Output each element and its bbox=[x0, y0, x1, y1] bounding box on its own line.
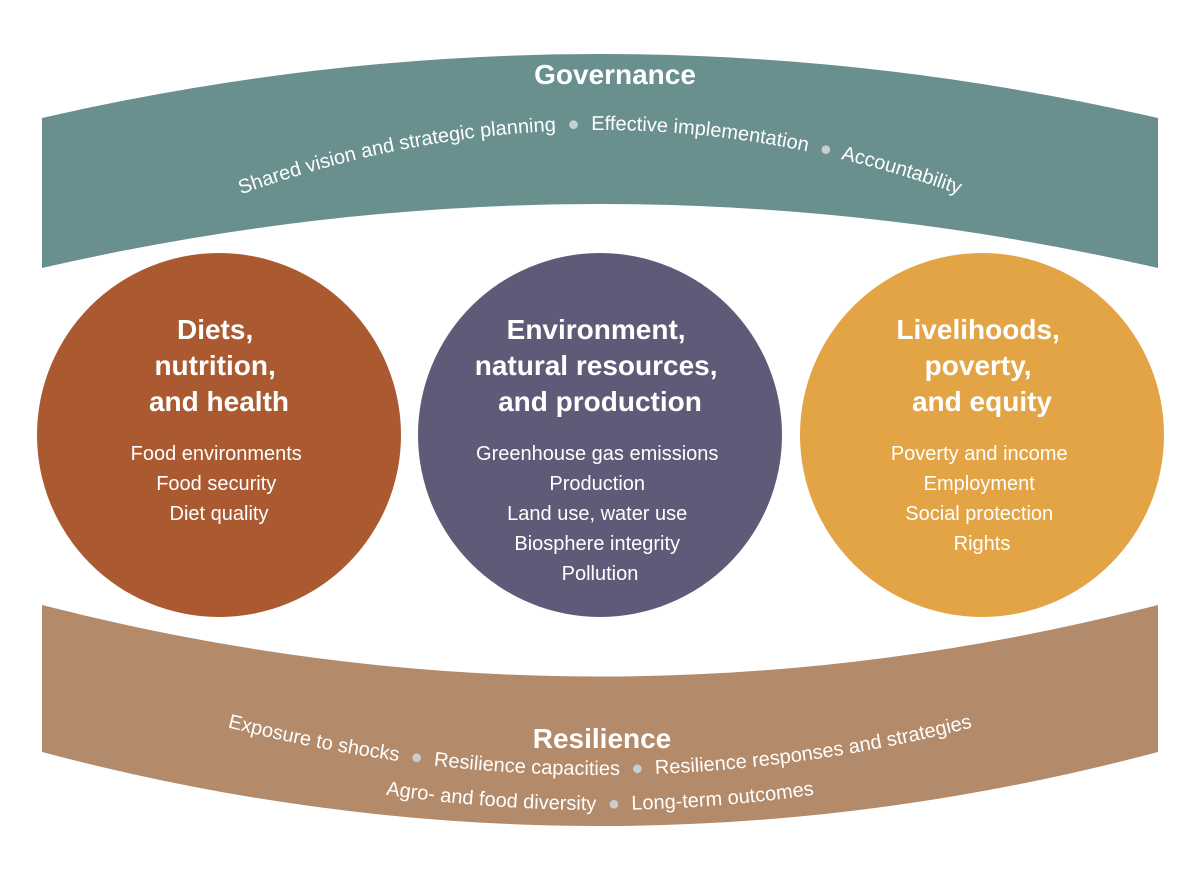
governance-band: Governance Shared vision and strategic p… bbox=[42, 54, 1158, 268]
separator-dot: ● bbox=[608, 793, 620, 815]
livelihoods-poverty-equity-circle: Livelihoods, poverty, and equity Poverty… bbox=[800, 253, 1164, 617]
circle-item: Production bbox=[549, 473, 645, 495]
environment-circle-shape bbox=[418, 253, 782, 617]
circle-items: Food environments Food security Diet qua… bbox=[131, 443, 308, 525]
governance-band-shape bbox=[42, 54, 1158, 268]
circle-item: Diet quality bbox=[170, 503, 269, 525]
diets-nutrition-health-circle: Diets, nutrition, and health Food enviro… bbox=[37, 253, 401, 617]
resilience-title: Resilience bbox=[533, 723, 672, 754]
separator-dot: ● bbox=[409, 746, 424, 769]
circle-item: Land use, water use bbox=[507, 503, 687, 525]
environment-natural-resources-circle: Environment, natural resources, and prod… bbox=[418, 253, 782, 617]
diets-circle-shape bbox=[37, 253, 401, 617]
governance-title: Governance bbox=[534, 59, 696, 90]
circle-item: Pollution bbox=[562, 563, 639, 585]
circle-items: Poverty and income Employment Social pro… bbox=[891, 443, 1073, 555]
circle-title-line: and production bbox=[498, 386, 702, 417]
circle-title-line: nutrition, bbox=[154, 350, 275, 381]
circle-items: Greenhouse gas emissions Production Land… bbox=[476, 443, 724, 585]
separator-dot: ● bbox=[631, 757, 644, 779]
separator-dot: ● bbox=[567, 113, 580, 135]
circle-title: Environment, natural resources, and prod… bbox=[475, 314, 726, 417]
circle-title-line: poverty, bbox=[925, 350, 1032, 381]
livelihoods-circle-shape bbox=[800, 253, 1164, 617]
circle-item: Social protection bbox=[905, 503, 1053, 525]
resilience-band-shape bbox=[42, 605, 1158, 826]
circle-title-line: Environment, bbox=[507, 314, 686, 345]
resilience-band: Resilience Exposure to shocks ● Resilien… bbox=[42, 605, 1158, 826]
circle-item: Greenhouse gas emissions bbox=[476, 443, 718, 465]
circle-title-line: and health bbox=[149, 386, 289, 417]
circle-title: Diets, nutrition, and health bbox=[149, 314, 289, 417]
circle-title-line: and equity bbox=[912, 386, 1052, 417]
circle-item: Poverty and income bbox=[891, 443, 1068, 465]
circle-title-line: Livelihoods, bbox=[896, 314, 1059, 345]
circle-item: Rights bbox=[954, 533, 1011, 555]
circle-item: Food environments bbox=[131, 443, 302, 465]
circle-title-line: Diets, bbox=[177, 314, 253, 345]
circle-item: Biosphere integrity bbox=[514, 533, 680, 555]
circle-item: Food security bbox=[156, 473, 276, 495]
circle-title-line: natural resources, bbox=[475, 350, 718, 381]
circle-title: Livelihoods, poverty, and equity bbox=[896, 314, 1067, 417]
circle-item: Employment bbox=[924, 473, 1036, 495]
separator-dot: ● bbox=[818, 137, 835, 161]
